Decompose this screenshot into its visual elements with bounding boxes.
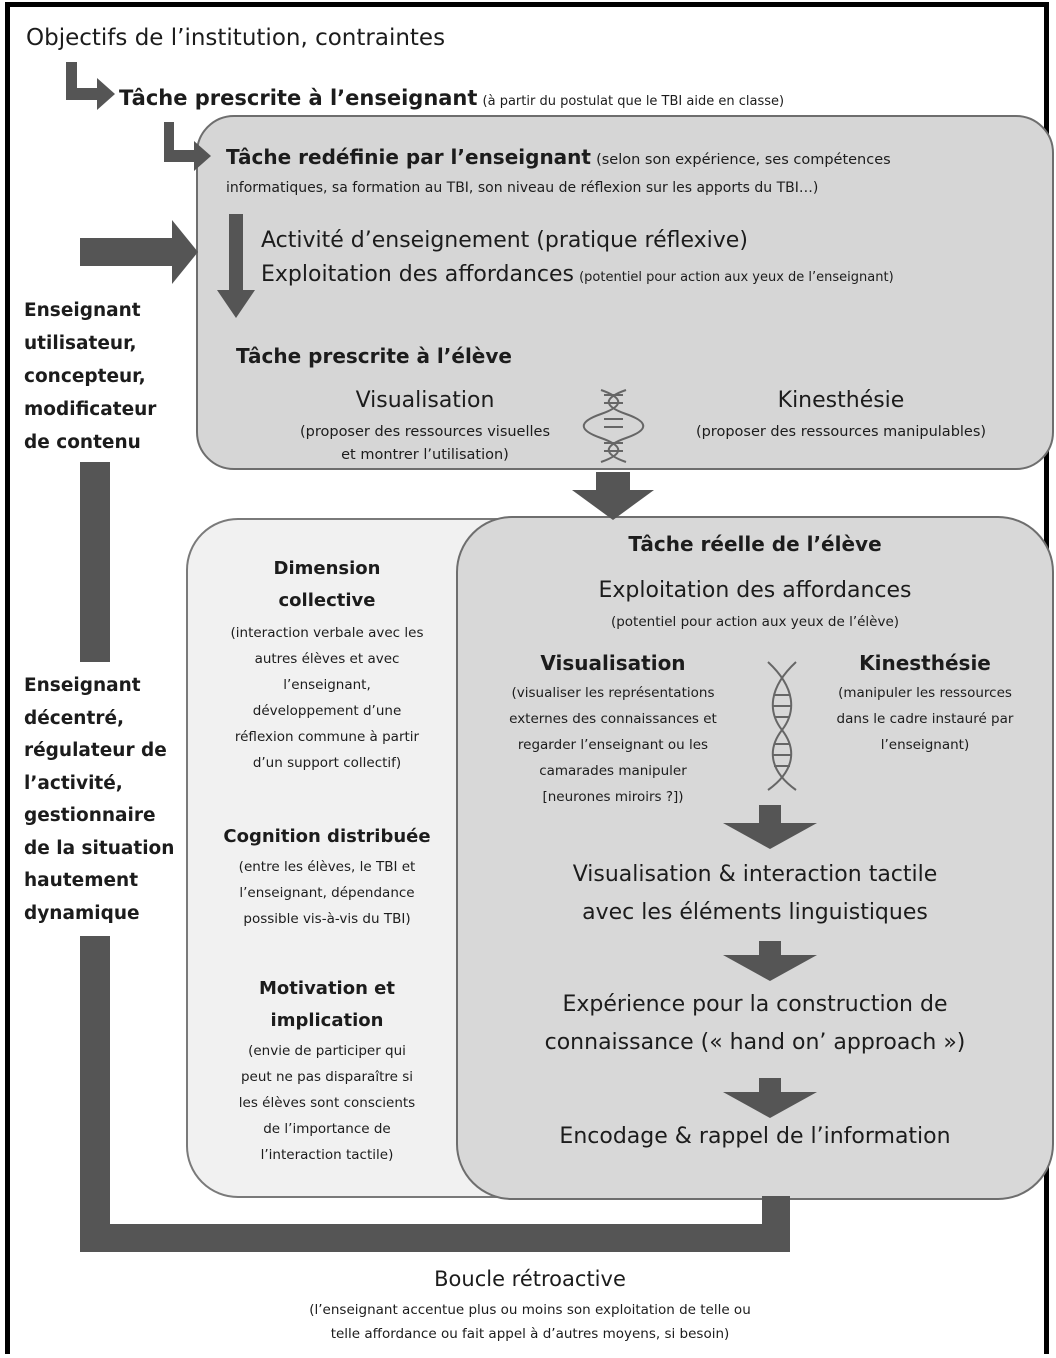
- real-kinesthesie: Kinesthésie (manipuler les ressources da…: [796, 646, 1054, 758]
- real-visualisation-line: regarder l’enseignant ou les: [517, 737, 709, 753]
- teacher-role-2-line: hautement: [24, 870, 139, 891]
- motivation-line: l’interaction tactile): [260, 1147, 394, 1163]
- redefined-note-1: (selon son expérience, ses compétences: [596, 152, 891, 168]
- prescribed-student-title: Tâche prescrite à l’élève: [236, 344, 512, 368]
- teacher-role-1-line: concepteur,: [24, 366, 146, 387]
- motivation-line: (envie de participer qui: [248, 1043, 406, 1059]
- prescribed-teacher-line: Tâche prescrite à l’enseignant (à partir…: [119, 86, 784, 110]
- prescribed-kinesthesie: Kinesthésie: [777, 388, 905, 413]
- real-visualisation-line: camarades manipuler: [539, 763, 687, 779]
- elbow-arrow-1: [66, 62, 115, 110]
- dimension-collective-line: réflexion commune à partir: [234, 729, 420, 745]
- cognition-line: (entre les élèves, le TBI et: [238, 859, 416, 875]
- step-2-line: Expérience pour la construction de: [562, 992, 948, 1017]
- step-visualisation-interaction: Visualisation & interaction tactile avec…: [466, 856, 1044, 932]
- step-experience: Expérience pour la construction de conna…: [466, 986, 1044, 1062]
- real-visualisation: Visualisation (visualiser les représenta…: [474, 646, 752, 810]
- mid-down-arrow: [572, 472, 654, 520]
- step-arrow-3: [723, 1078, 817, 1118]
- step-2-line: connaissance (« hand on’ approach »): [544, 1030, 966, 1055]
- dimension-collective-line: (interaction verbale avec les: [230, 625, 424, 641]
- teacher-affordances-label: Exploitation des affordances: [261, 262, 575, 287]
- cognition-line: possible vis-à-vis du TBI): [243, 911, 411, 927]
- real-kinesthesie-line: dans le cadre instauré par: [836, 711, 1014, 727]
- prescribed-visualisation: Visualisation: [355, 388, 495, 413]
- teacher-affordances-line: Exploitation des affordances (potentiel …: [261, 262, 894, 287]
- teacher-role-1-line: Enseignant: [24, 300, 141, 321]
- prescribed-teacher-title: Tâche prescrite à l’enseignant: [119, 86, 478, 110]
- step-arrow-2: [723, 941, 817, 981]
- step-arrow-1: [723, 805, 817, 849]
- prescribed-visualisation-desc-2: et montrer l’utilisation): [341, 447, 509, 463]
- teaching-activity: Activité d’enseignement (pratique réflex…: [261, 228, 748, 253]
- dimension-collective-line: l’enseignant,: [283, 677, 371, 693]
- teacher-role-1-line: modificateur: [24, 399, 157, 420]
- real-kinesthesie-line: (manipuler les ressources: [838, 685, 1012, 701]
- motivation-title: Motivation et: [259, 978, 395, 999]
- step-1-line: Visualisation & interaction tactile: [572, 862, 938, 887]
- cognition-title: Cognition distribuée: [223, 826, 431, 847]
- feedback-line-2: telle affordance ou fait appel à d’autre…: [330, 1326, 730, 1342]
- dimension-collective-title: Dimension: [273, 558, 381, 579]
- real-kinesthesie-line: l’enseignant): [880, 737, 970, 753]
- inner-down-arrow: [217, 214, 255, 318]
- teacher-role-2-line: l’activité,: [24, 772, 123, 794]
- prescribed-kinesthesie-desc: (proposer des ressources manipulables): [695, 424, 987, 440]
- real-kinesthesie-title: Kinesthésie: [859, 651, 991, 675]
- teacher-role-2-line: régulateur de: [24, 740, 167, 761]
- feedback-title: Boucle rétroactive: [434, 1267, 626, 1291]
- teacher-affordances-note: (potentiel pour action aux yeux de l’ens…: [579, 270, 894, 285]
- teacher-role-2-line: Enseignant: [24, 675, 141, 696]
- left-bar-lower: [80, 936, 110, 1242]
- dimension-collective-line: développement d’une: [252, 703, 402, 719]
- step-encodage: Encodage & rappel de l’information: [559, 1124, 951, 1149]
- student-affordances-note: (potentiel pour action aux yeux de l’élè…: [610, 614, 900, 630]
- helix-icon-2: [767, 661, 797, 791]
- teacher-role-1: Enseignant utilisateur, concepteur, modi…: [24, 294, 156, 459]
- motivation-line: de l’importance de: [263, 1121, 391, 1137]
- motivation: Motivation et implication (envie de part…: [196, 972, 458, 1168]
- prescribed-teacher-note: (à partir du postulat que le TBI aide en…: [482, 94, 785, 109]
- student-affordances: Exploitation des affordances: [598, 578, 912, 603]
- redefined-line: Tâche redéfinie par l’enseignant (selon …: [226, 145, 891, 169]
- elbow-arrow-2: [164, 122, 211, 171]
- teacher-role-1-line: de contenu: [24, 432, 141, 453]
- cognition-line: l’enseignant, dépendance: [239, 885, 415, 901]
- dimension-collective: Dimension collective (interaction verbal…: [196, 552, 458, 776]
- institution-label: Objectifs de l’institution, contraintes: [26, 25, 446, 51]
- real-student-task-box: [456, 516, 1054, 1200]
- real-task-title: Tâche réelle de l’élève: [628, 532, 882, 556]
- teacher-redefined-task-box: [196, 115, 1054, 470]
- teacher-role-2-line: dynamique: [24, 902, 140, 924]
- teacher-role-2-line: décentré,: [24, 707, 125, 729]
- redefined-title: Tâche redéfinie par l’enseignant: [226, 145, 591, 169]
- teacher-role-2-line: de la situation: [24, 837, 175, 859]
- prescribed-visualisation-desc-1: (proposer des ressources visuelles: [299, 424, 551, 440]
- motivation-line: peut ne pas disparaître si: [240, 1069, 414, 1085]
- feedback-line-1: (l’enseignant accentue plus ou moins son…: [309, 1302, 751, 1318]
- real-visualisation-line: (visualiser les représentations: [511, 685, 715, 701]
- real-visualisation-title: Visualisation: [540, 651, 686, 675]
- teacher-role-1-line: utilisateur,: [24, 333, 137, 354]
- dimension-collective-line: autres élèves et avec: [254, 651, 400, 667]
- loop-right-bar: [762, 1196, 790, 1252]
- helix-icon-1: [582, 389, 645, 463]
- real-visualisation-line: [neurones miroirs ?]): [542, 789, 684, 805]
- left-bar-upper: [80, 462, 110, 662]
- redefined-note-2: informatiques, sa formation au TBI, son …: [226, 180, 819, 196]
- step-1-line: avec les éléments linguistiques: [582, 900, 928, 925]
- motivation-title: implication: [270, 1010, 384, 1031]
- cognition-distribuee: Cognition distribuée (entre les élèves, …: [196, 820, 458, 932]
- dimension-collective-title: collective: [278, 590, 376, 611]
- left-big-arrow: [80, 220, 198, 284]
- motivation-line: les élèves sont conscients: [238, 1095, 416, 1111]
- real-visualisation-line: externes des connaissances et: [509, 711, 717, 727]
- loop-bottom-bar: [80, 1224, 790, 1252]
- teacher-role-2-line: gestionnaire: [24, 805, 156, 826]
- dimension-collective-line: d’un support collectif): [252, 755, 402, 771]
- teacher-role-2: Enseignant décentré, régulateur de l’act…: [24, 670, 174, 930]
